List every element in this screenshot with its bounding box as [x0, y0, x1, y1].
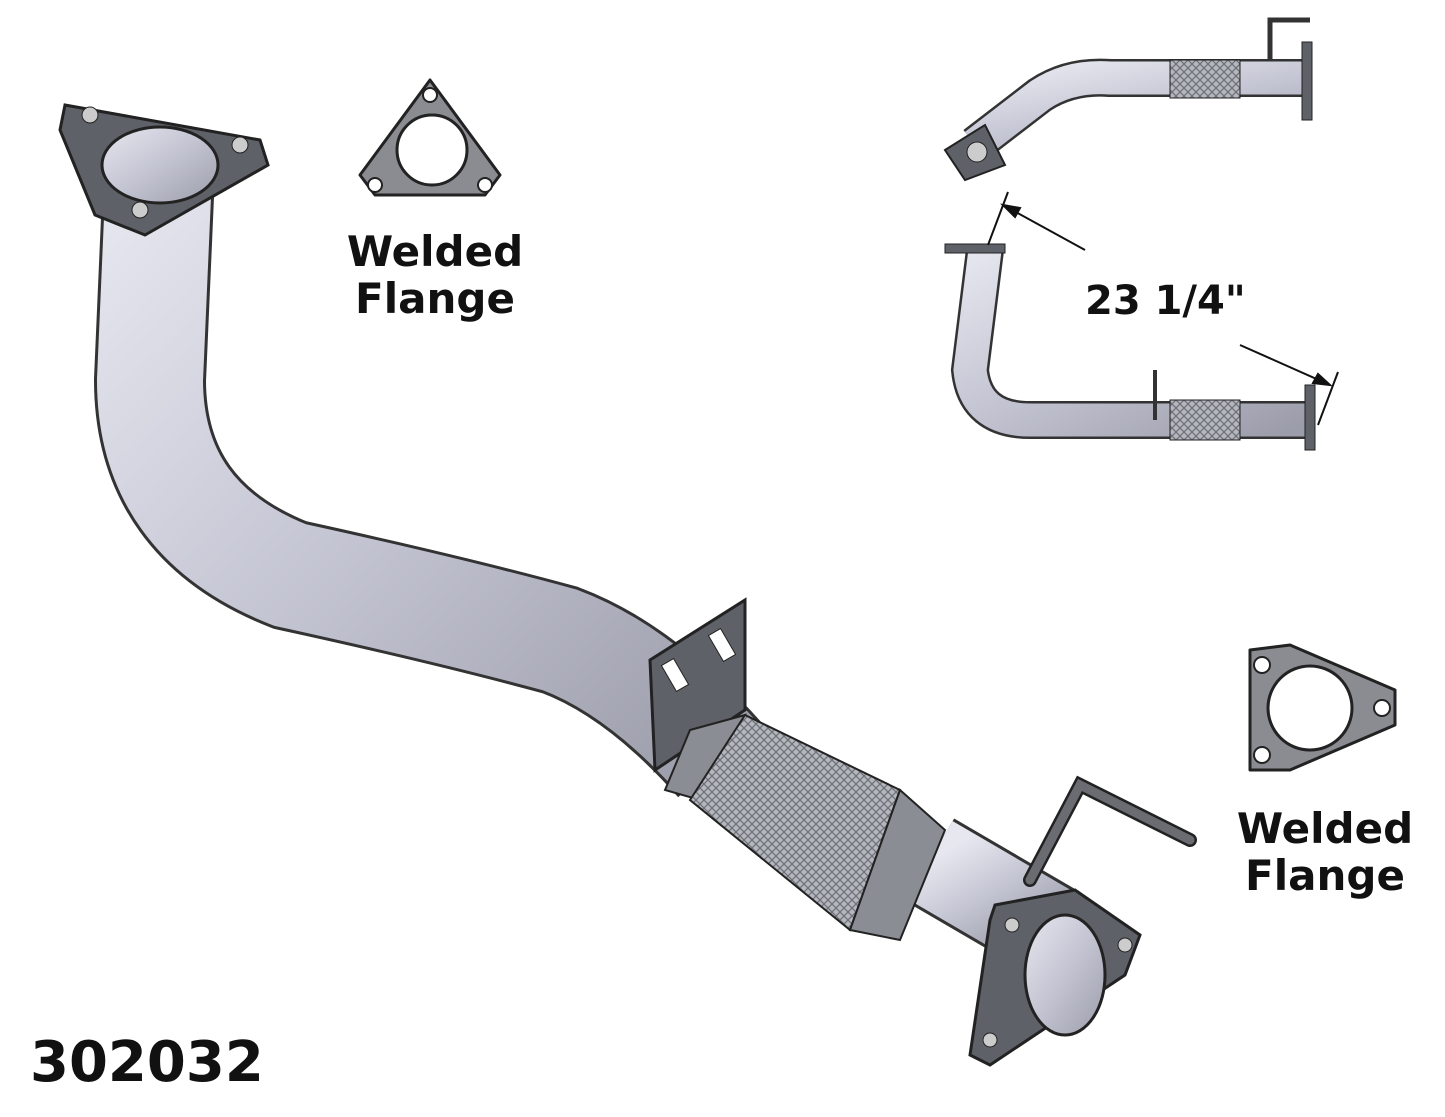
dimension-line — [987, 191, 1339, 426]
top-view — [943, 17, 1313, 182]
main-pipe — [93, 147, 1075, 972]
welded-flange-icon-bottom — [1248, 643, 1397, 772]
welded-flange-label-top: Welded Flange — [340, 228, 530, 322]
welded-flange-label-bottom: Welded Flange — [1230, 805, 1420, 899]
side-view — [944, 243, 1316, 451]
label-line: Flange — [355, 274, 515, 324]
dimension-text: 23 1/4" — [1085, 278, 1246, 324]
welded-flange-icon-top — [358, 78, 502, 197]
part-number: 302032 — [30, 1030, 264, 1095]
label-line: Welded — [346, 227, 524, 276]
label-line: Welded — [1236, 804, 1414, 853]
flex-section — [663, 713, 947, 942]
label-line: Flange — [1245, 851, 1405, 901]
inlet-flange — [58, 103, 270, 237]
outlet-flange — [968, 888, 1142, 1067]
